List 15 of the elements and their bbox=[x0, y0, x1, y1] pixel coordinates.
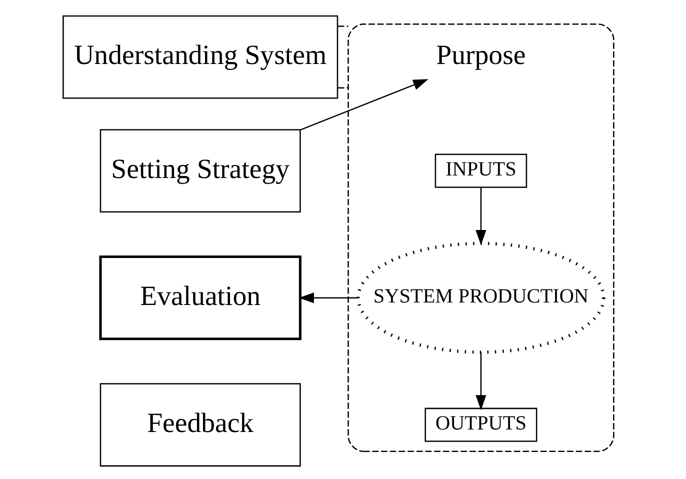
node-box: Evaluation bbox=[98, 254, 301, 340]
arrow bbox=[298, 292, 358, 303]
connector bbox=[337, 25, 348, 26]
node-box: Feedback bbox=[99, 382, 300, 466]
arrow bbox=[475, 186, 486, 245]
node-ellipse: SYSTEM PRODUCTION bbox=[356, 241, 605, 354]
arrow bbox=[300, 78, 428, 130]
arrow bbox=[475, 352, 486, 410]
cluster bbox=[347, 23, 614, 452]
node-box: INPUTS bbox=[434, 153, 527, 188]
node-box: Understanding System bbox=[62, 14, 338, 98]
node-box: Setting Strategy bbox=[99, 128, 300, 212]
node-text: Purpose bbox=[436, 40, 526, 71]
connector bbox=[337, 86, 348, 88]
node-box: OUTPUTS bbox=[424, 407, 537, 442]
